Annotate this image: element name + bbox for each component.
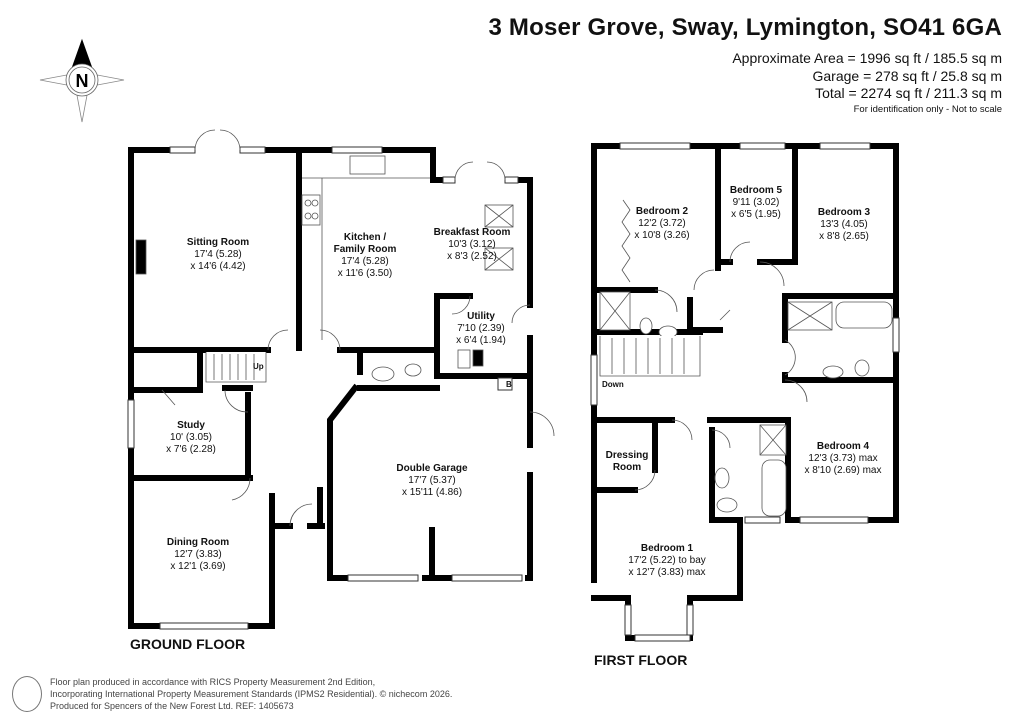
footer-text: Floor plan produced in accordance with R…	[50, 677, 453, 711]
svg-text:N: N	[76, 71, 89, 91]
room-breakfast: Breakfast Room 10'3 (3.12) x 8'3 (2.52)	[433, 227, 511, 262]
room-study: Study 10' (3.05) x 7'6 (2.28)	[166, 420, 216, 455]
garage-area: Garage = 278 sq ft / 25.8 sq m	[812, 68, 1003, 84]
room-utility: Utility 7'10 (2.39) x 6'4 (1.94)	[456, 311, 506, 346]
total-area: Total = 2274 sq ft / 211.3 sq m	[815, 85, 1002, 101]
room-bedroom-2: Bedroom 2 12'2 (3.72) x 10'8 (3.26)	[634, 206, 690, 241]
room-sitting-room: Sitting Room 17'4 (5.28) x 14'6 (4.42)	[186, 237, 250, 272]
person-icon	[12, 676, 42, 712]
room-dressing: Dressing Room	[605, 450, 649, 473]
stairs-up-label: Up	[253, 362, 264, 371]
boiler-label: B	[506, 380, 512, 389]
ground-floor-label: GROUND FLOOR	[130, 636, 246, 652]
property-address: 3 Moser Grove, Sway, Lymington, SO41 6GA	[488, 14, 1002, 41]
room-kitchen-family: Kitchen / Family Room 17'4 (5.28) x 11'6…	[333, 232, 397, 279]
room-bedroom-3: Bedroom 3 13'3 (4.05) x 8'8 (2.65)	[817, 207, 871, 242]
disclaimer: For identification only - Not to scale	[853, 104, 1002, 115]
room-dining: Dining Room 12'7 (3.83) x 12'1 (3.69)	[166, 537, 230, 572]
room-double-garage: Double Garage 17'7 (5.37) x 15'11 (4.86)	[396, 463, 468, 498]
room-bedroom-5: Bedroom 5 9'11 (3.02) x 6'5 (1.95)	[729, 185, 783, 220]
first-floor-label: FIRST FLOOR	[594, 652, 688, 668]
approx-area: Approximate Area = 1996 sq ft / 185.5 sq…	[732, 50, 1002, 66]
room-bedroom-1: Bedroom 1 17'2 (5.22) to bay x 12'7 (3.8…	[628, 543, 706, 578]
north-compass-icon: N	[39, 38, 125, 123]
room-bedroom-4: Bedroom 4 12'3 (3.73) max x 8'10 (2.69) …	[804, 441, 882, 476]
stairs-down-label: Down	[602, 380, 624, 389]
